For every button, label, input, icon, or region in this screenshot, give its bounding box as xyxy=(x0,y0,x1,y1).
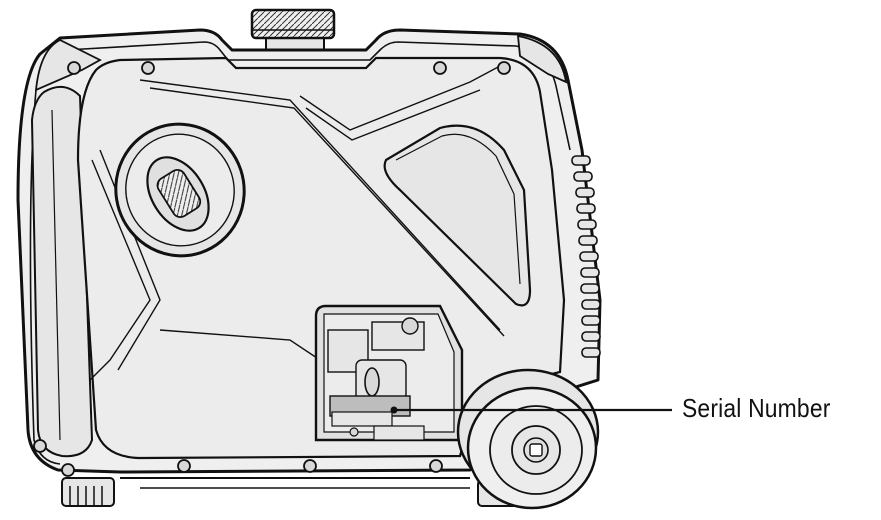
rubber-feet xyxy=(61,477,539,507)
screws xyxy=(33,61,511,477)
oval-cover xyxy=(114,122,246,258)
serial-number-label: Serial Number xyxy=(682,393,831,423)
left-handle xyxy=(30,85,94,458)
side-vent-slots xyxy=(571,155,601,358)
vent-cutout xyxy=(383,124,532,307)
wheel xyxy=(456,368,600,510)
fuel-cap xyxy=(250,8,336,51)
panel-ridges xyxy=(89,65,505,381)
serial-number-leader xyxy=(390,406,672,414)
access-panel xyxy=(314,304,464,442)
